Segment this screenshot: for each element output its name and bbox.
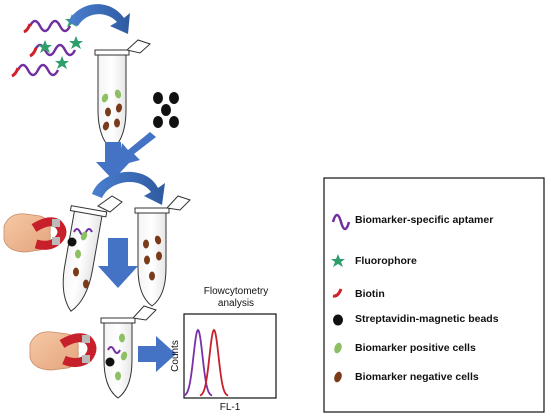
- legend-label-negative: Biomarker negative cells: [355, 371, 479, 383]
- tube-3: [134, 195, 191, 307]
- legend-label-aptamer: Biomarker-specific aptamer: [355, 214, 493, 226]
- legend-label-fluorophore: Fluorophore: [355, 255, 417, 267]
- fluorophore-star-icon: [55, 56, 69, 69]
- tube-1: [94, 39, 151, 151]
- arrow-to-histogram: [138, 336, 176, 372]
- legend: Biomarker-specific aptamer Fluorophore B…: [323, 177, 545, 413]
- curved-arrow-top: [68, 4, 130, 34]
- magnetic-bead-icon: [333, 314, 343, 326]
- fluorophore-star-icon: [331, 254, 345, 267]
- magnet-icon: [31, 217, 67, 250]
- biotin-icon: [332, 288, 343, 298]
- tube-2: [62, 195, 123, 312]
- negative-cell-icon: [105, 107, 111, 117]
- analysis-label: analysis: [218, 298, 254, 309]
- negative-cell-icon: [144, 255, 150, 265]
- aptamer-icon: [28, 19, 72, 33]
- negative-cell-icon: [83, 279, 89, 289]
- biotin-icon: [11, 67, 20, 78]
- arrow-down-2: [98, 238, 138, 288]
- negative-cell-icon: [156, 251, 162, 261]
- aptamer-group-bottom: [11, 56, 69, 78]
- fluorophore-star-icon: [38, 40, 52, 53]
- aptamer-group-mid: [29, 36, 83, 58]
- tube-4: [100, 305, 157, 399]
- histogram-curve-positive: [183, 328, 213, 397]
- legend-label-beads: Streptavidin-magnetic beads: [355, 313, 499, 325]
- positive-cell-icon: [120, 351, 128, 361]
- negative-cell-icon: [73, 267, 79, 277]
- biotin-icon: [23, 23, 32, 34]
- flowcytometry-label: Flowcytometry: [204, 286, 268, 297]
- positive-cell-icon: [101, 93, 109, 103]
- aptamer-icon: [107, 346, 121, 354]
- magnet-icon: [59, 333, 97, 368]
- negative-cell-icon: [143, 239, 149, 249]
- positive-cell-icon: [334, 342, 342, 354]
- biotin-icon: [29, 47, 38, 58]
- negative-cell-icon: [334, 371, 342, 383]
- negative-cell-icon: [154, 235, 162, 245]
- magnetic-bead-icon: [105, 357, 115, 367]
- curved-arrow-middle: [92, 171, 165, 205]
- aptamer-icon: [16, 63, 60, 77]
- negative-cell-icon: [102, 121, 110, 131]
- legend-label-positive: Biomarker positive cells: [355, 342, 476, 354]
- magnetic-bead-icon: [67, 237, 77, 247]
- histogram-frame: [183, 313, 277, 399]
- arrow-beads-to-tube: [118, 132, 156, 166]
- histogram-x-label: FL-1: [220, 402, 241, 413]
- positive-cell-icon: [114, 89, 122, 99]
- histogram-curve-negative: [199, 328, 229, 397]
- histogram-y-label: Counts: [170, 340, 181, 372]
- legend-label-biotin: Biotin: [355, 288, 385, 300]
- positive-cell-icon: [80, 231, 88, 241]
- negative-cell-icon: [149, 271, 155, 281]
- aptamer-icon: [331, 213, 351, 231]
- positive-cell-icon: [115, 371, 121, 381]
- positive-cell-icon: [75, 249, 81, 259]
- hand-with-magnet-2: [29, 331, 97, 371]
- negative-cell-icon: [115, 103, 123, 113]
- hand-with-magnet-1: [3, 213, 67, 253]
- magnetic-bead-cluster: [153, 92, 179, 128]
- positive-cell-icon: [119, 333, 125, 343]
- fluorophore-star-icon: [69, 36, 83, 49]
- histogram-panel: Counts FL-1: [170, 313, 277, 413]
- arrow-down-1: [96, 142, 130, 180]
- legend-frame: [323, 177, 545, 413]
- negative-cell-icon: [114, 118, 120, 128]
